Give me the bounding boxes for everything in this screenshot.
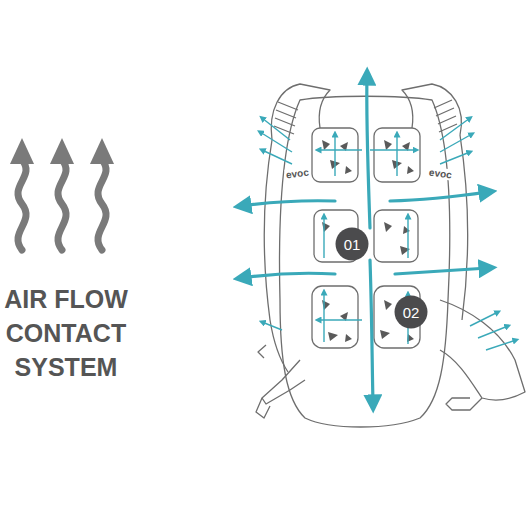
logo-text: evoc xyxy=(427,166,453,180)
callout-circle: 01 xyxy=(335,227,369,261)
callout-number: 01 xyxy=(335,227,369,261)
logo-text: evoc xyxy=(284,166,310,180)
title-text: AIR FLOW CONTACT SYSTEM xyxy=(0,282,132,384)
callout-circle: 02 xyxy=(394,295,428,329)
callout-number: 02 xyxy=(394,295,428,329)
